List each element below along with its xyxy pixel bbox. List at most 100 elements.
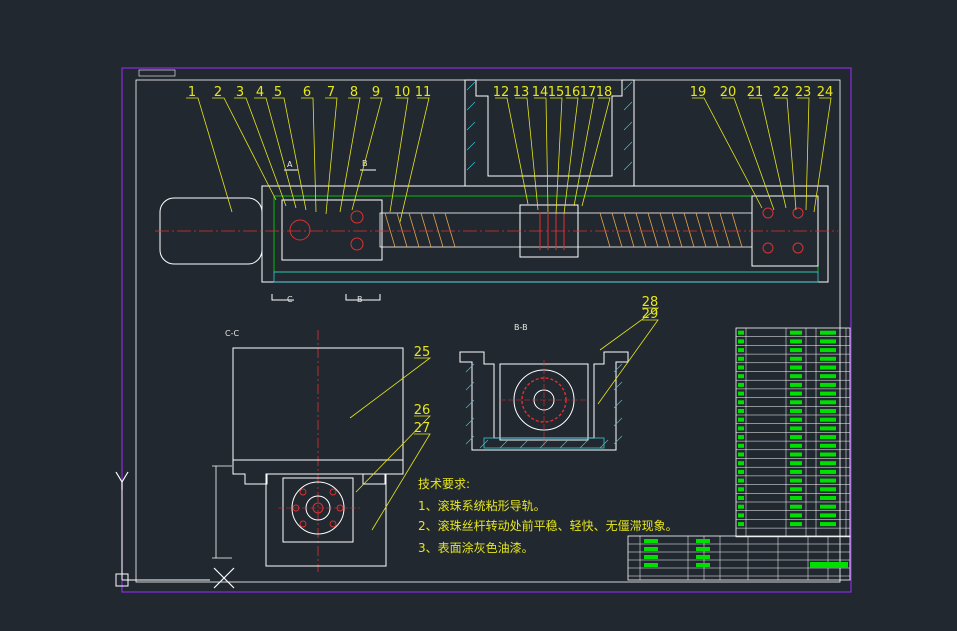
parts-table-cell-mark — [790, 409, 802, 413]
notes-heading: 技术要求: — [418, 477, 470, 491]
right-bearing-ring-2 — [762, 242, 774, 254]
title-block-cell-mark — [696, 547, 710, 551]
title-block-cell-mark — [696, 555, 710, 559]
part-leader-line — [272, 97, 307, 211]
housing-inner — [273, 195, 819, 273]
part-number-label: 7 — [327, 85, 335, 100]
parts-table-cell-mark — [738, 409, 744, 413]
parts-table-cell-mark — [738, 417, 744, 422]
part-number-label: 22 — [773, 85, 790, 100]
parts-table-cell-mark — [820, 487, 836, 492]
section-view-c-c: C-C — [212, 329, 404, 572]
drawing-border-outer — [121, 67, 852, 593]
title-block-cell-mark — [696, 563, 710, 567]
parts-table-cell-mark — [820, 330, 836, 335]
parts-table-cell-mark — [738, 391, 744, 396]
part-number-label: 5 — [274, 85, 282, 100]
cc-block-upper — [232, 347, 404, 461]
parts-table-cell-mark — [790, 452, 802, 457]
section-label-c-bottom: C — [287, 295, 293, 304]
parts-table-cell-mark — [738, 504, 744, 509]
part-leader-line — [254, 97, 297, 209]
parts-table-cell-mark — [738, 348, 744, 353]
parts-table-cell-mark — [820, 417, 836, 422]
part-number-label: 16 — [564, 85, 581, 100]
parts-table-cell-mark — [790, 435, 802, 440]
part-leader-line — [813, 97, 832, 213]
part-leader-line — [234, 97, 287, 207]
part-number-label: 27 — [414, 421, 431, 436]
title-block-cell-mark — [810, 562, 848, 568]
part-leader-line — [692, 97, 763, 209]
parts-table-cell-mark — [790, 461, 802, 466]
parts-table-cell-mark — [790, 382, 802, 387]
part-number-label: 20 — [720, 85, 737, 100]
parts-table-cell-mark — [790, 478, 802, 483]
parts-table-cell-mark — [820, 348, 836, 353]
part-leader-line — [371, 433, 431, 531]
parts-table-cell-mark — [790, 496, 802, 500]
title-block-cell-mark — [644, 539, 658, 543]
part-leader-line — [534, 97, 549, 213]
part-leader-line — [399, 97, 430, 223]
parts-table-cell-mark — [738, 400, 744, 405]
part-leader-line — [186, 97, 233, 213]
section-c-marker — [271, 169, 298, 301]
bb-base — [483, 437, 605, 449]
parts-table-cell-mark — [790, 513, 802, 518]
part-leader-line — [325, 97, 338, 215]
part-number-label: 13 — [513, 85, 530, 100]
part-number-label: 15 — [548, 85, 565, 100]
part-number-label: 10 — [394, 85, 411, 100]
parts-table-cell-mark — [738, 382, 744, 387]
part-leader-line — [599, 307, 660, 351]
title-block-cell-mark — [696, 539, 710, 543]
cc-flange-plate — [282, 477, 354, 543]
parts-table-cell-mark — [790, 400, 802, 405]
right-bearing-ring-3 — [792, 207, 804, 219]
part-number-label: 18 — [596, 85, 613, 100]
right-bearing-ring-1 — [762, 207, 774, 219]
parts-table-cell-mark — [790, 330, 802, 335]
parts-table-cell-mark — [820, 461, 836, 466]
parts-table-cell-mark — [820, 374, 836, 379]
parts-table-cell-mark — [820, 365, 836, 370]
title-block-cell-mark — [644, 563, 658, 567]
housing-base — [273, 271, 819, 283]
parts-table-cell-mark — [790, 356, 802, 361]
part-leader-line — [749, 97, 787, 209]
parts-table-cell-mark — [738, 426, 744, 431]
notes-item-3: 3、表面涂灰色油漆。 — [418, 540, 534, 555]
part-leader-line — [597, 319, 659, 405]
part-number-label: 21 — [747, 85, 764, 100]
part-leader-line — [573, 97, 595, 207]
top-assembly-view: A B C B — [155, 79, 838, 304]
parts-table-cell-mark — [820, 356, 836, 361]
parts-table-cell-mark — [820, 391, 836, 396]
part-number-label: 3 — [236, 85, 244, 100]
part-number-label: 11 — [415, 85, 432, 100]
parts-table-cell-mark — [790, 522, 802, 527]
bb-hatch — [465, 363, 623, 449]
left-bearing-ring — [289, 219, 311, 241]
part-number-label: 9 — [372, 85, 380, 100]
part-number-label: 29 — [642, 307, 659, 322]
parts-table-cell-mark — [738, 522, 744, 527]
part-leader-line — [355, 415, 431, 493]
parts-table-cell-mark — [790, 417, 802, 422]
parts-table-cell-mark — [738, 356, 744, 361]
parts-table-cell-mark — [790, 504, 802, 509]
cc-base — [265, 473, 387, 567]
part-number-label: 24 — [817, 85, 834, 100]
left-bearing-inner-2 — [350, 237, 364, 251]
parts-table-cell-mark — [820, 339, 836, 344]
parts-table-cell-mark — [820, 469, 836, 474]
parts-table-cell-mark — [820, 443, 836, 448]
part-leader-line — [581, 97, 611, 207]
notes-item-2: 2、滚珠丝杆转动处前平稳、轻快、无僵滞现象。 — [418, 518, 678, 533]
parts-table-cell-mark — [820, 452, 836, 457]
parts-table-cell-mark — [738, 435, 744, 440]
part-leader-line — [550, 97, 563, 215]
